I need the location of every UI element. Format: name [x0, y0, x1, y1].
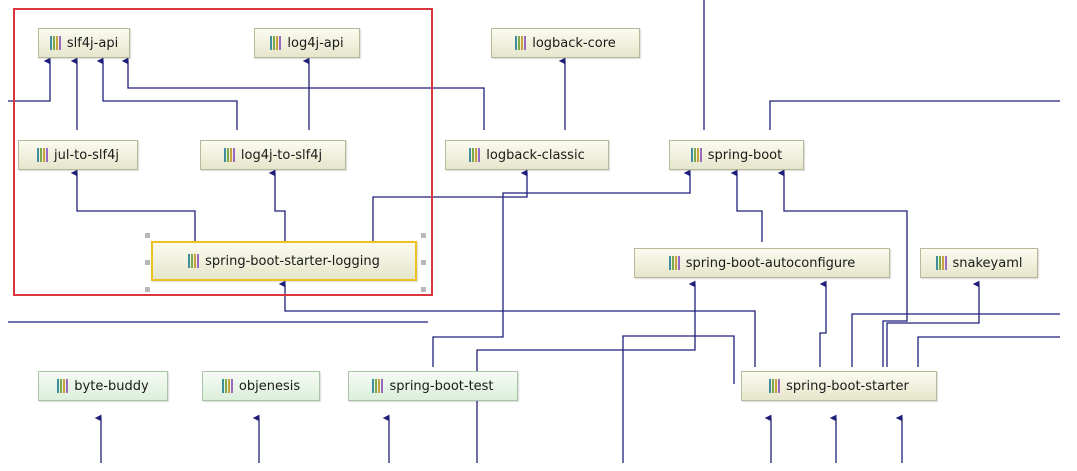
- edge-starter-logging-log4j-to-slf4j: [268, 169, 286, 241]
- node-log4j-to-slf4j[interactable]: log4j-to-slf4j: [200, 140, 346, 170]
- library-icon: [37, 148, 49, 162]
- selection-handle[interactable]: [145, 233, 150, 238]
- node-label: logback-core: [532, 35, 616, 51]
- library-icon: [469, 148, 481, 162]
- selection-handle[interactable]: [145, 260, 150, 265]
- node-log4j-api[interactable]: log4j-api: [254, 28, 360, 58]
- edge-starter-spring-boot: [777, 169, 908, 367]
- edge-log4j-to-slf4j-slf4j-api: [96, 57, 238, 130]
- node-label: spring-boot-starter-logging: [205, 253, 380, 269]
- node-spring-boot-starter-logging[interactable]: spring-boot-starter-logging: [151, 241, 417, 281]
- node-label: spring-boot-autoconfigure: [685, 255, 856, 271]
- node-label: spring-boot-test: [389, 378, 494, 394]
- node-spring-boot-starter[interactable]: spring-boot-starter: [741, 371, 937, 401]
- library-icon: [935, 256, 948, 270]
- library-icon: [49, 36, 62, 50]
- edge-starter-logging-logback-classic: [372, 169, 528, 241]
- edge-starter-autoconfigure: [819, 280, 827, 367]
- selection-handle[interactable]: [145, 287, 150, 292]
- node-spring-boot[interactable]: spring-boot: [669, 140, 804, 170]
- node-objenesis[interactable]: objenesis: [202, 371, 320, 401]
- node-label: log4j-api: [287, 35, 344, 51]
- node-label: spring-boot: [707, 147, 783, 163]
- library-icon: [188, 254, 200, 268]
- node-label: objenesis: [238, 378, 301, 394]
- edge-starter-right-upper: [851, 313, 1060, 367]
- edge-starter-starter-logging: [278, 280, 756, 367]
- library-icon: [57, 379, 69, 393]
- edge-bottom-left-route: [622, 335, 735, 463]
- node-label: logback-classic: [486, 147, 585, 163]
- edge-spring-boot-test-spring-boot: [432, 169, 691, 367]
- library-icon: [221, 379, 234, 393]
- highlight-box: [13, 8, 433, 296]
- node-spring-boot-autoconfigure[interactable]: spring-boot-autoconfigure: [634, 248, 890, 278]
- library-icon: [515, 36, 527, 50]
- library-icon: [270, 36, 282, 50]
- node-byte-buddy[interactable]: byte-buddy: [38, 371, 168, 401]
- library-icon: [223, 148, 236, 162]
- library-icon: [372, 379, 384, 393]
- node-jul-to-slf4j[interactable]: jul-to-slf4j: [18, 140, 138, 170]
- node-logback-core[interactable]: logback-core: [491, 28, 640, 58]
- node-label: byte-buddy: [74, 378, 149, 394]
- node-slf4j-api[interactable]: slf4j-api: [38, 28, 130, 58]
- library-icon: [769, 379, 781, 393]
- node-label: slf4j-api: [66, 35, 119, 51]
- node-label: spring-boot-starter: [786, 378, 909, 394]
- node-spring-boot-test[interactable]: spring-boot-test: [348, 371, 518, 401]
- node-label: log4j-to-slf4j: [240, 147, 323, 163]
- edge-starter-logging-jul-to-slf4j: [70, 169, 196, 241]
- edge-external-to-slf4j-api: [8, 57, 51, 102]
- selection-handle[interactable]: [421, 233, 426, 238]
- library-icon: [690, 148, 703, 162]
- edge-starter-right-lower: [917, 336, 1060, 367]
- selection-handle[interactable]: [421, 260, 426, 265]
- edge-spring-boot-right: [769, 100, 1060, 130]
- edge-lower-to-autoconfigure: [476, 280, 696, 455]
- node-label: snakeyaml: [952, 255, 1023, 271]
- node-label: jul-to-slf4j: [54, 147, 119, 163]
- edge-autoconfigure-spring-boot: [730, 169, 763, 242]
- node-logback-classic[interactable]: logback-classic: [445, 140, 609, 170]
- edge-logback-classic-slf4j-api: [121, 57, 485, 130]
- library-icon: [668, 256, 681, 270]
- node-snakeyaml[interactable]: snakeyaml: [920, 248, 1038, 278]
- edge-starter-snakeyaml: [886, 280, 980, 367]
- selection-handle[interactable]: [421, 287, 426, 292]
